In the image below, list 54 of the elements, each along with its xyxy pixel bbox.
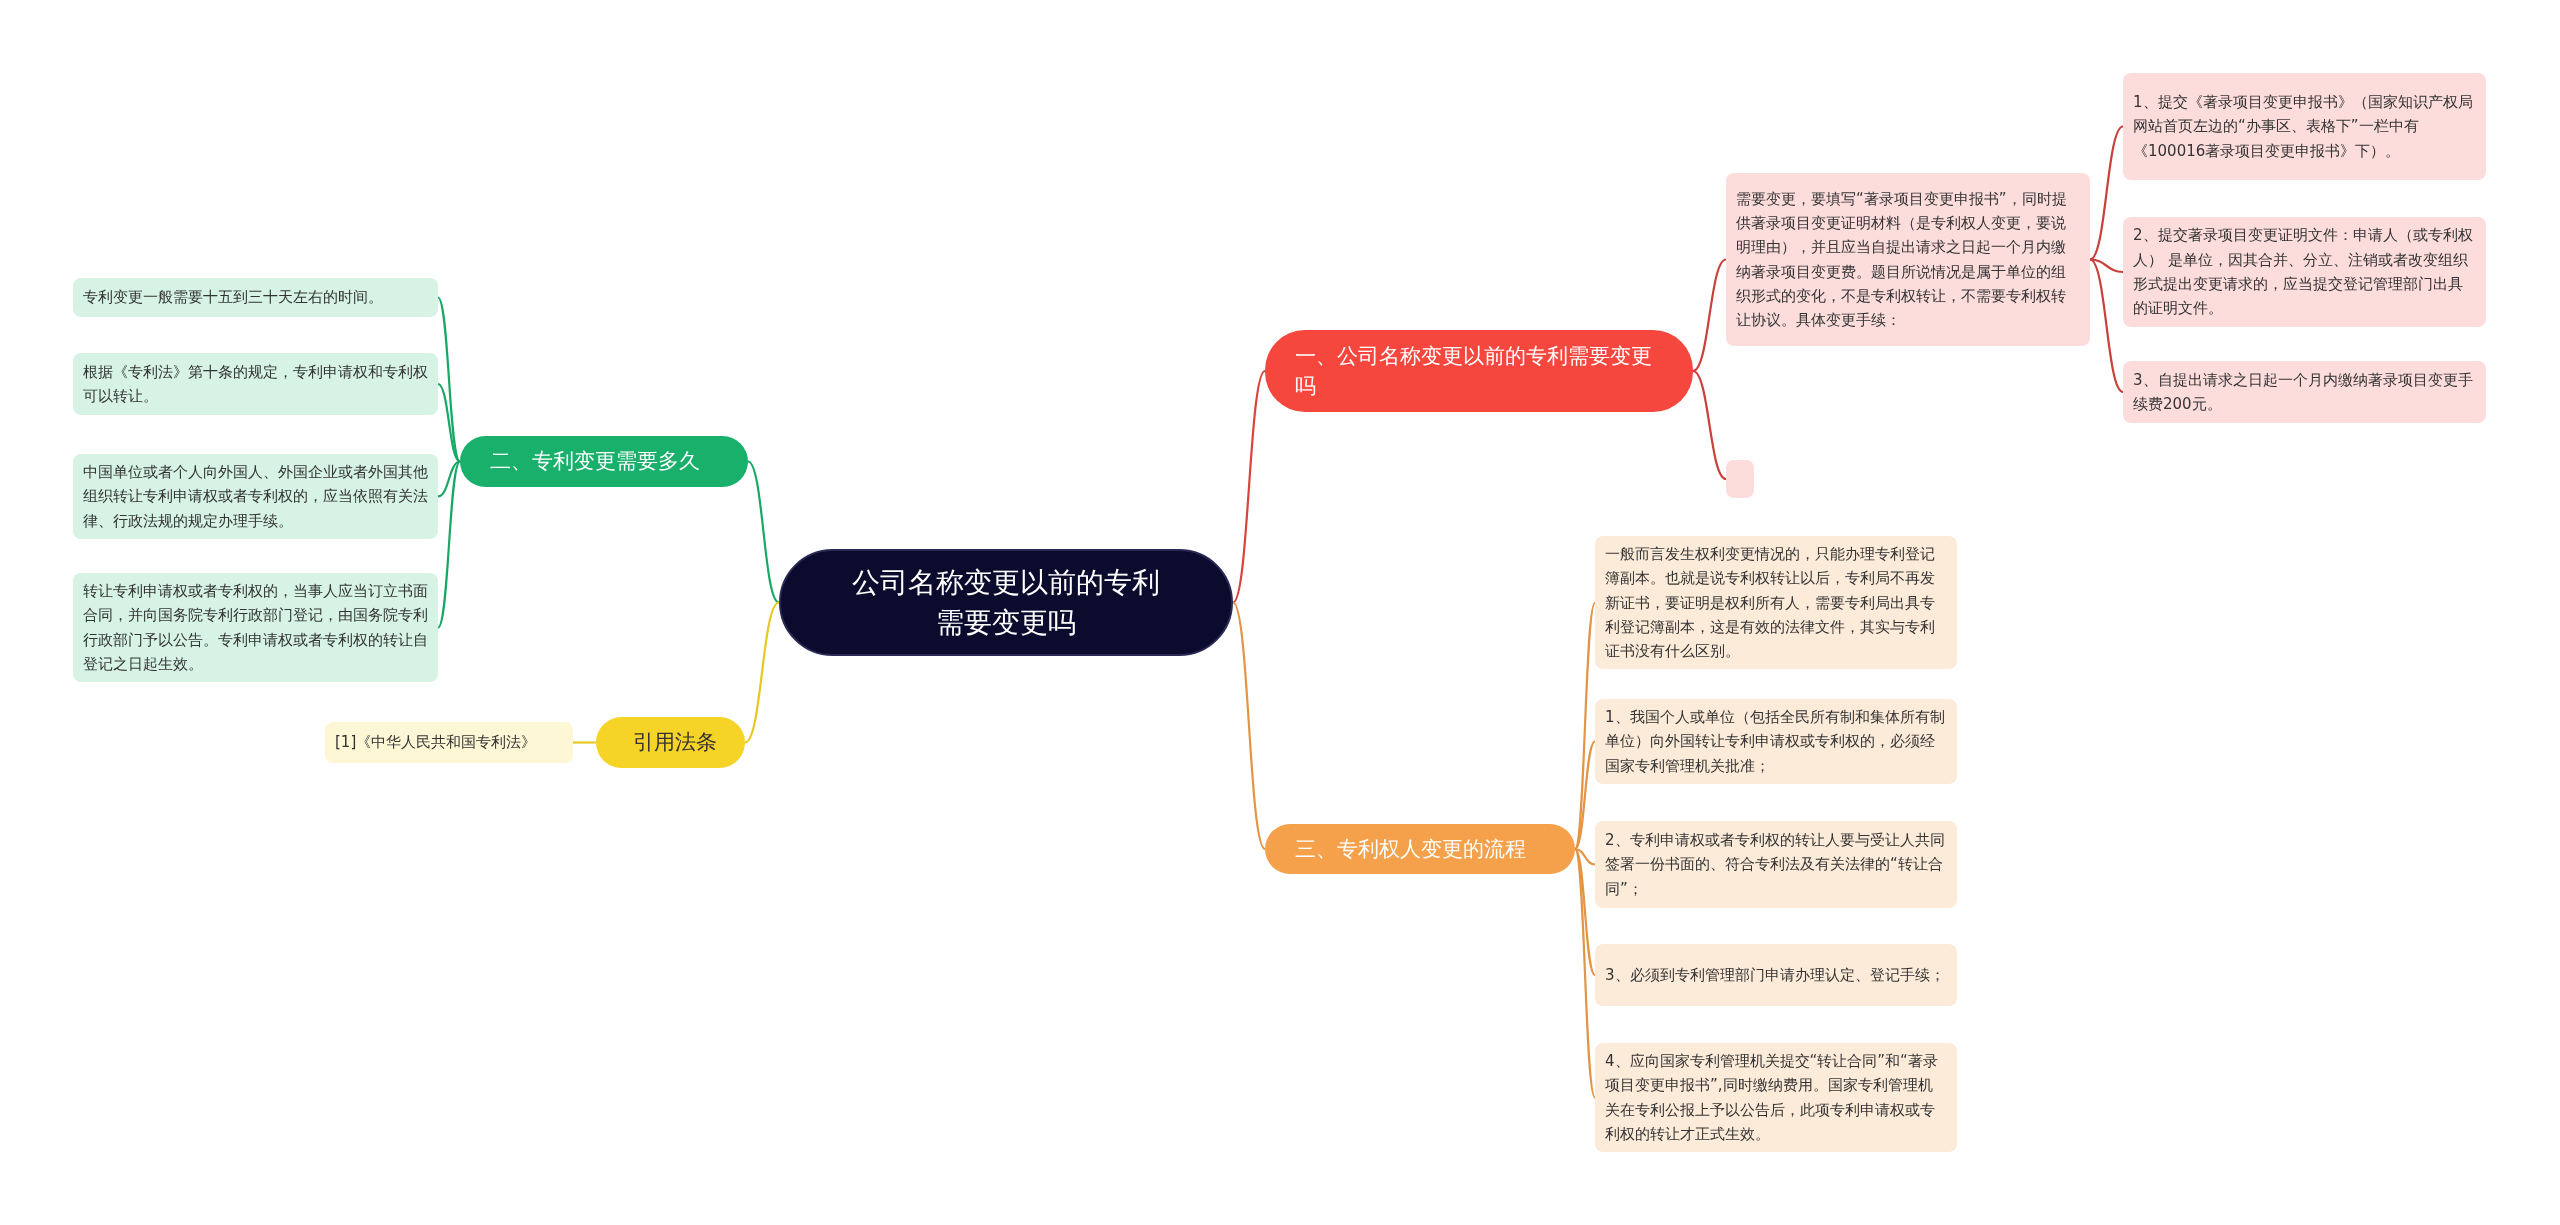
- connector-line: [437, 383, 461, 463]
- connector-line: [573, 741, 596, 744]
- connector-line: [1574, 847, 1596, 866]
- node-text: 根据《专利法》第十条的规定，专利申请权和专利权可以转让。: [83, 361, 428, 407]
- subtopic-card: [73, 278, 438, 317]
- subtopic-card: [73, 353, 438, 415]
- subtopic-card: [73, 454, 438, 539]
- branch-topic: [1265, 824, 1575, 874]
- connector-line: [2089, 258, 2124, 393]
- node-text: 3、必须到专利管理部门申请办理认定、登记手续；: [1605, 964, 1945, 986]
- subtopic-card: [1595, 536, 1957, 670]
- connector-line: [437, 296, 461, 463]
- connector-line: [1232, 370, 1266, 604]
- subtopic-card: [1595, 699, 1957, 784]
- node-text: 1、我国个人或单位（包括全民所有制和集体所有制单位）向外国转让专利申请权或专利权的，必须经国家专利管理机关批准；: [1605, 707, 1946, 777]
- empty-box: [1726, 460, 1754, 498]
- connector-line: [1574, 848, 1596, 976]
- subtopic-card: [2123, 217, 2486, 327]
- subtopic-card: [1595, 821, 1957, 908]
- node-text: 一、公司名称变更以前的专利需要变更吗: [1295, 342, 1653, 400]
- node-text: 转让专利申请权或者专利权的，当事人应当订立书面合同，并向国务院专利行政部门登记，由国务院专利行政部门予以公告。专利申请权或者专利权的转让自登记之日起生效。: [83, 581, 428, 675]
- subtopic-card: [2123, 73, 2486, 180]
- subtopic-card: [1726, 173, 2090, 346]
- connector-line: [1232, 601, 1266, 850]
- connector-line: [744, 601, 780, 744]
- node-text: 2、提交著录项目变更证明文件：申请人（或专利权人） 是单位，因其合并、分立、注销或者改变组织形式提出变更请求的，应当提交登记管理部门出具的证明文件。: [2133, 225, 2474, 320]
- node-text: [1]《中华人民共和国专利法》: [335, 732, 537, 754]
- branch-topic: [460, 436, 748, 487]
- node-text: 三、专利权人变更的流程: [1295, 835, 1526, 863]
- connector-line: [437, 460, 461, 498]
- node-text: 公司名称变更以前的专利需要变更吗: [851, 565, 1161, 641]
- subtopic-card: [2123, 361, 2486, 423]
- subtopic-card: [325, 722, 573, 763]
- subtopic-card: [1595, 1043, 1957, 1153]
- connector-line: [2089, 125, 2124, 261]
- subtopic-card: [1595, 944, 1957, 1006]
- node-text: 二、专利变更需要多久: [490, 448, 700, 476]
- subtopic-card: [73, 573, 438, 683]
- node-text: 引用法条: [632, 729, 717, 757]
- node-text: 1、提交《著录项目变更申报书》（国家知识产权局网站首页左边的“办事区、表格下”一栏中有《100016著录项目变更申报书》下）。: [2133, 92, 2474, 162]
- connector-line: [1692, 258, 1727, 372]
- node-text: 专利变更一般需要十五到三十天左右的时间。: [83, 287, 383, 309]
- node-text: 一般而言发生权利变更情况的，只能办理专利登记簿副本。也就是说专利权转让以后，专利局不再发新证书，要证明是权利所有人，需要专利局出具专利登记簿副本，这是有效的法律文件，其实与专利证书没有什么区别。: [1605, 544, 1936, 663]
- node-text: 2、专利申请权或者专利权的转让人要与受让人共同签署一份书面的、符合专利法及有关法律的“转让合同”；: [1605, 830, 1946, 900]
- node-text: 3、自提出请求之日起一个月内缴纳著录项目变更手续费200元。: [2133, 369, 2474, 415]
- connector-line: [1692, 370, 1727, 480]
- node-text: 需要变更，要填写“著录项目变更申报书”，同时提供著录项目变更证明材料（是专利权人变更，要说明理由），并且应当自提出请求之日起一个月内缴纳著录项目变更费。题目所说情况是属于单位的组织形式的变化，不是专利权转让，不需要专利权转让协议。具体变更手续：: [1736, 188, 2068, 332]
- connector-line: [1574, 740, 1596, 850]
- node-text: 4、应向国家专利管理机关提交“转让合同”和“著录项目变更申报书”,同时缴纳费用。国家专利管理机关在专利公报上予以公告后，此项专利申请权或专利权的转让才正式生效。: [1605, 1051, 1939, 1145]
- node-text: 中国单位或者个人向外国人、外国企业或者外国其他组织转让专利申请权或者专利权的，应当依照有关法律、行政法规的规定办理手续。: [83, 462, 428, 532]
- connector-line: [437, 460, 461, 629]
- branch-topic: [596, 717, 745, 768]
- connector-line: [747, 460, 780, 604]
- connector-line: [1574, 848, 1596, 1099]
